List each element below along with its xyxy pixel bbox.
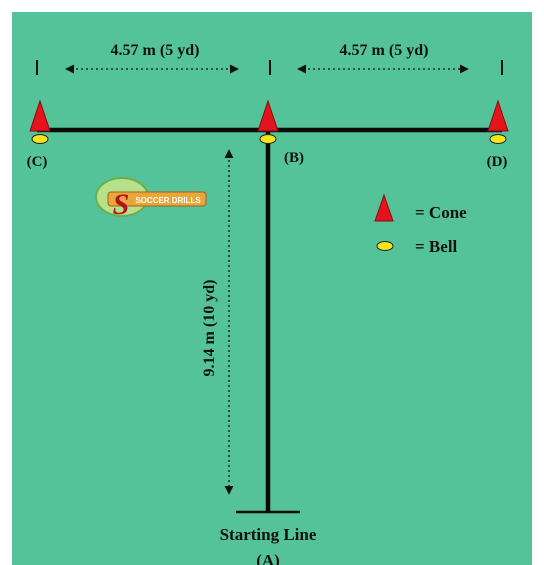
watermark-logo: S SOCCER DRILLS [95,177,207,221]
vertical-distance-label: 9.14 m (10 yd) [201,280,218,377]
cone-center [257,99,279,132]
label-a: (A) [256,551,280,565]
legend-cone-label: = Cone [415,203,467,222]
legend-bell-label: = Bell [415,237,458,256]
left-distance-label: 4.57 m (5 yd) [111,42,200,59]
cone-left [29,99,51,132]
bell-right [489,134,507,144]
label-c: (C) [27,154,48,170]
label-d: (D) [487,154,508,170]
legend-cone-icon [374,193,394,222]
watermark-text: SOCCER DRILLS [135,196,201,205]
legend-bell-icon [376,241,394,251]
starting-line-label: Starting Line [220,525,317,544]
label-b: (B) [284,150,304,166]
legend: = Cone = Bell [374,193,467,256]
watermark-letter: S [113,188,130,221]
bell-center [259,134,277,144]
cone-right [487,99,509,132]
right-distance-label: 4.57 m (5 yd) [340,42,429,59]
bell-left [31,134,49,144]
field-background [12,12,532,565]
